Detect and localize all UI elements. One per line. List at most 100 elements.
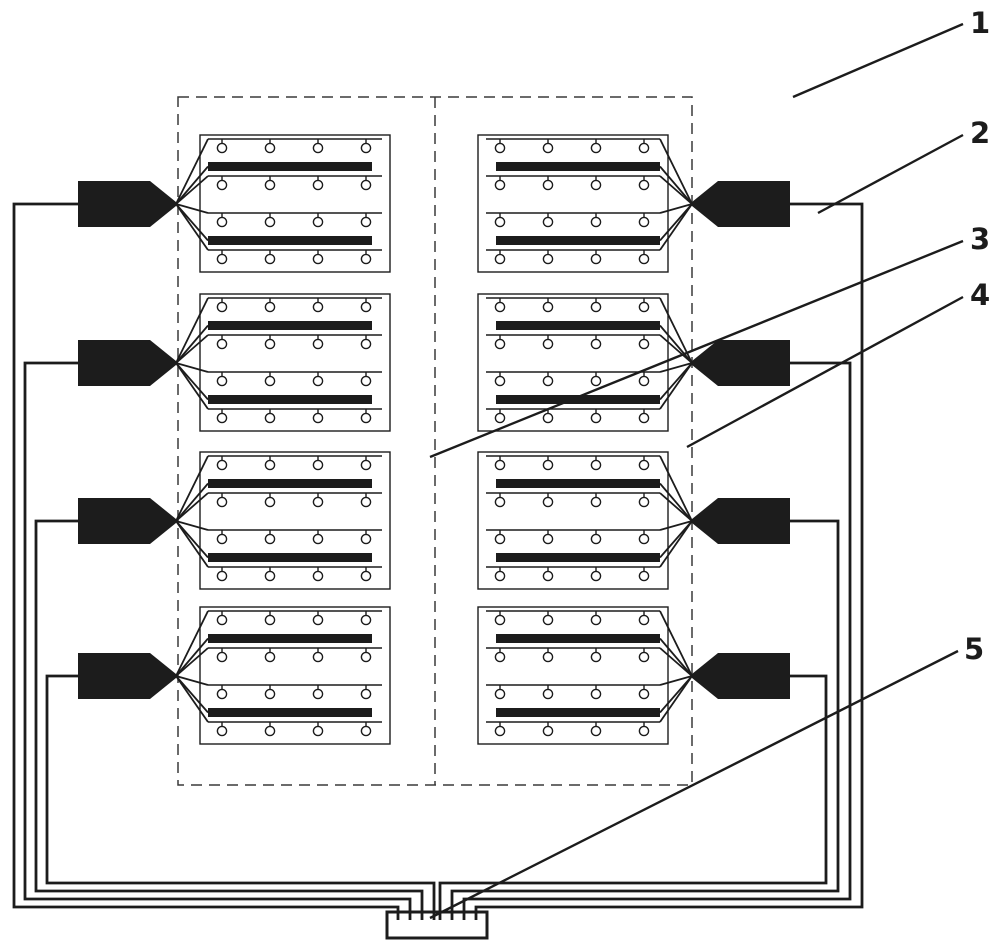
edge-connector bbox=[78, 498, 150, 544]
busbar bbox=[208, 395, 372, 404]
connector-wedge bbox=[150, 340, 176, 386]
electrode-module bbox=[477, 451, 790, 590]
electrode-contact bbox=[590, 301, 602, 313]
electrode-module bbox=[477, 606, 790, 745]
electrode-contact bbox=[542, 651, 554, 663]
fan-line bbox=[659, 455, 693, 522]
electrode-contact bbox=[264, 412, 276, 424]
electrode-contact bbox=[542, 338, 554, 350]
electrode-contact bbox=[360, 725, 372, 737]
electrode-module bbox=[477, 134, 790, 273]
electrode-contact bbox=[638, 179, 650, 191]
fan-line bbox=[659, 203, 693, 242]
electrode-contact bbox=[542, 301, 554, 313]
edge-connector bbox=[78, 340, 150, 386]
electrode-contact bbox=[542, 688, 554, 700]
fan-line bbox=[175, 637, 209, 677]
electrode-contact bbox=[264, 216, 276, 228]
electrode-contact bbox=[264, 459, 276, 471]
electrode-contact bbox=[216, 142, 228, 154]
electrode-contact bbox=[360, 142, 372, 154]
fan-line bbox=[659, 520, 693, 568]
electrode-contact bbox=[494, 496, 506, 508]
fan-line bbox=[659, 610, 693, 677]
electrode-contact bbox=[312, 412, 324, 424]
output-connector bbox=[385, 910, 489, 940]
module-border bbox=[199, 451, 391, 590]
fan-line bbox=[175, 492, 209, 522]
electrode-contact bbox=[590, 688, 602, 700]
electrode-contact bbox=[638, 651, 650, 663]
fan-line bbox=[175, 455, 209, 522]
electrode-contact bbox=[494, 216, 506, 228]
electrode-contact bbox=[638, 614, 650, 626]
routing-wire bbox=[462, 361, 852, 920]
electrode-contact bbox=[264, 375, 276, 387]
module-border bbox=[199, 293, 391, 432]
electrode-contact bbox=[264, 725, 276, 737]
electrode-contact bbox=[312, 216, 324, 228]
fan-line bbox=[175, 138, 209, 205]
connector-wedge bbox=[692, 498, 718, 544]
module-border bbox=[199, 606, 391, 745]
fan-line bbox=[659, 203, 693, 214]
ref-label-2: 2 bbox=[970, 116, 990, 150]
electrode-contact bbox=[590, 614, 602, 626]
electrode-contact bbox=[638, 412, 650, 424]
fan-line bbox=[659, 362, 693, 373]
module-border bbox=[477, 451, 669, 590]
electrode-contact bbox=[542, 179, 554, 191]
module-border bbox=[477, 606, 669, 745]
fan-line bbox=[659, 482, 693, 522]
electrode-contact bbox=[264, 651, 276, 663]
electrode-contact bbox=[360, 412, 372, 424]
module-border bbox=[477, 134, 669, 273]
electrode-contact bbox=[264, 496, 276, 508]
busbar bbox=[496, 395, 660, 404]
electrode-contact bbox=[590, 375, 602, 387]
electrode-contact bbox=[638, 688, 650, 700]
fan-line bbox=[659, 362, 693, 401]
module-border bbox=[477, 293, 669, 432]
fan-line bbox=[659, 334, 693, 364]
electrode-contact bbox=[312, 614, 324, 626]
leader-line-3 bbox=[429, 239, 964, 459]
electrode-contact bbox=[638, 338, 650, 350]
edge-connector bbox=[78, 653, 150, 699]
electrode-contact bbox=[494, 179, 506, 191]
leader-line-1 bbox=[792, 22, 964, 99]
routing-wire bbox=[45, 674, 436, 920]
busbar bbox=[208, 479, 372, 488]
fan-line bbox=[659, 362, 693, 410]
electrode-contact bbox=[494, 688, 506, 700]
busbar bbox=[208, 634, 372, 643]
connector-wedge bbox=[150, 653, 176, 699]
electrode-contact bbox=[360, 375, 372, 387]
electrode-contact bbox=[216, 496, 228, 508]
edge-connector bbox=[718, 340, 790, 386]
electrode-contact bbox=[542, 375, 554, 387]
busbar bbox=[496, 553, 660, 562]
electrode-contact bbox=[590, 496, 602, 508]
ref-label-4: 4 bbox=[970, 278, 990, 312]
electrode-contact bbox=[494, 533, 506, 545]
busbar bbox=[208, 236, 372, 245]
fan-line bbox=[175, 297, 209, 364]
electrode-contact bbox=[542, 412, 554, 424]
fan-line bbox=[659, 324, 693, 364]
fan-line bbox=[659, 492, 693, 522]
fan-line bbox=[175, 165, 209, 205]
electrode-contact bbox=[494, 412, 506, 424]
connector-wedge bbox=[150, 181, 176, 227]
electrode-contact bbox=[360, 338, 372, 350]
electrode-contact bbox=[360, 179, 372, 191]
electrode-contact bbox=[360, 459, 372, 471]
fan-line bbox=[175, 324, 209, 364]
electrode-contact bbox=[638, 459, 650, 471]
fan-line bbox=[659, 647, 693, 677]
busbar bbox=[208, 553, 372, 562]
fan-line bbox=[659, 175, 693, 205]
electrode-contact bbox=[638, 496, 650, 508]
electrode-contact bbox=[264, 338, 276, 350]
connector-wedge bbox=[150, 498, 176, 544]
